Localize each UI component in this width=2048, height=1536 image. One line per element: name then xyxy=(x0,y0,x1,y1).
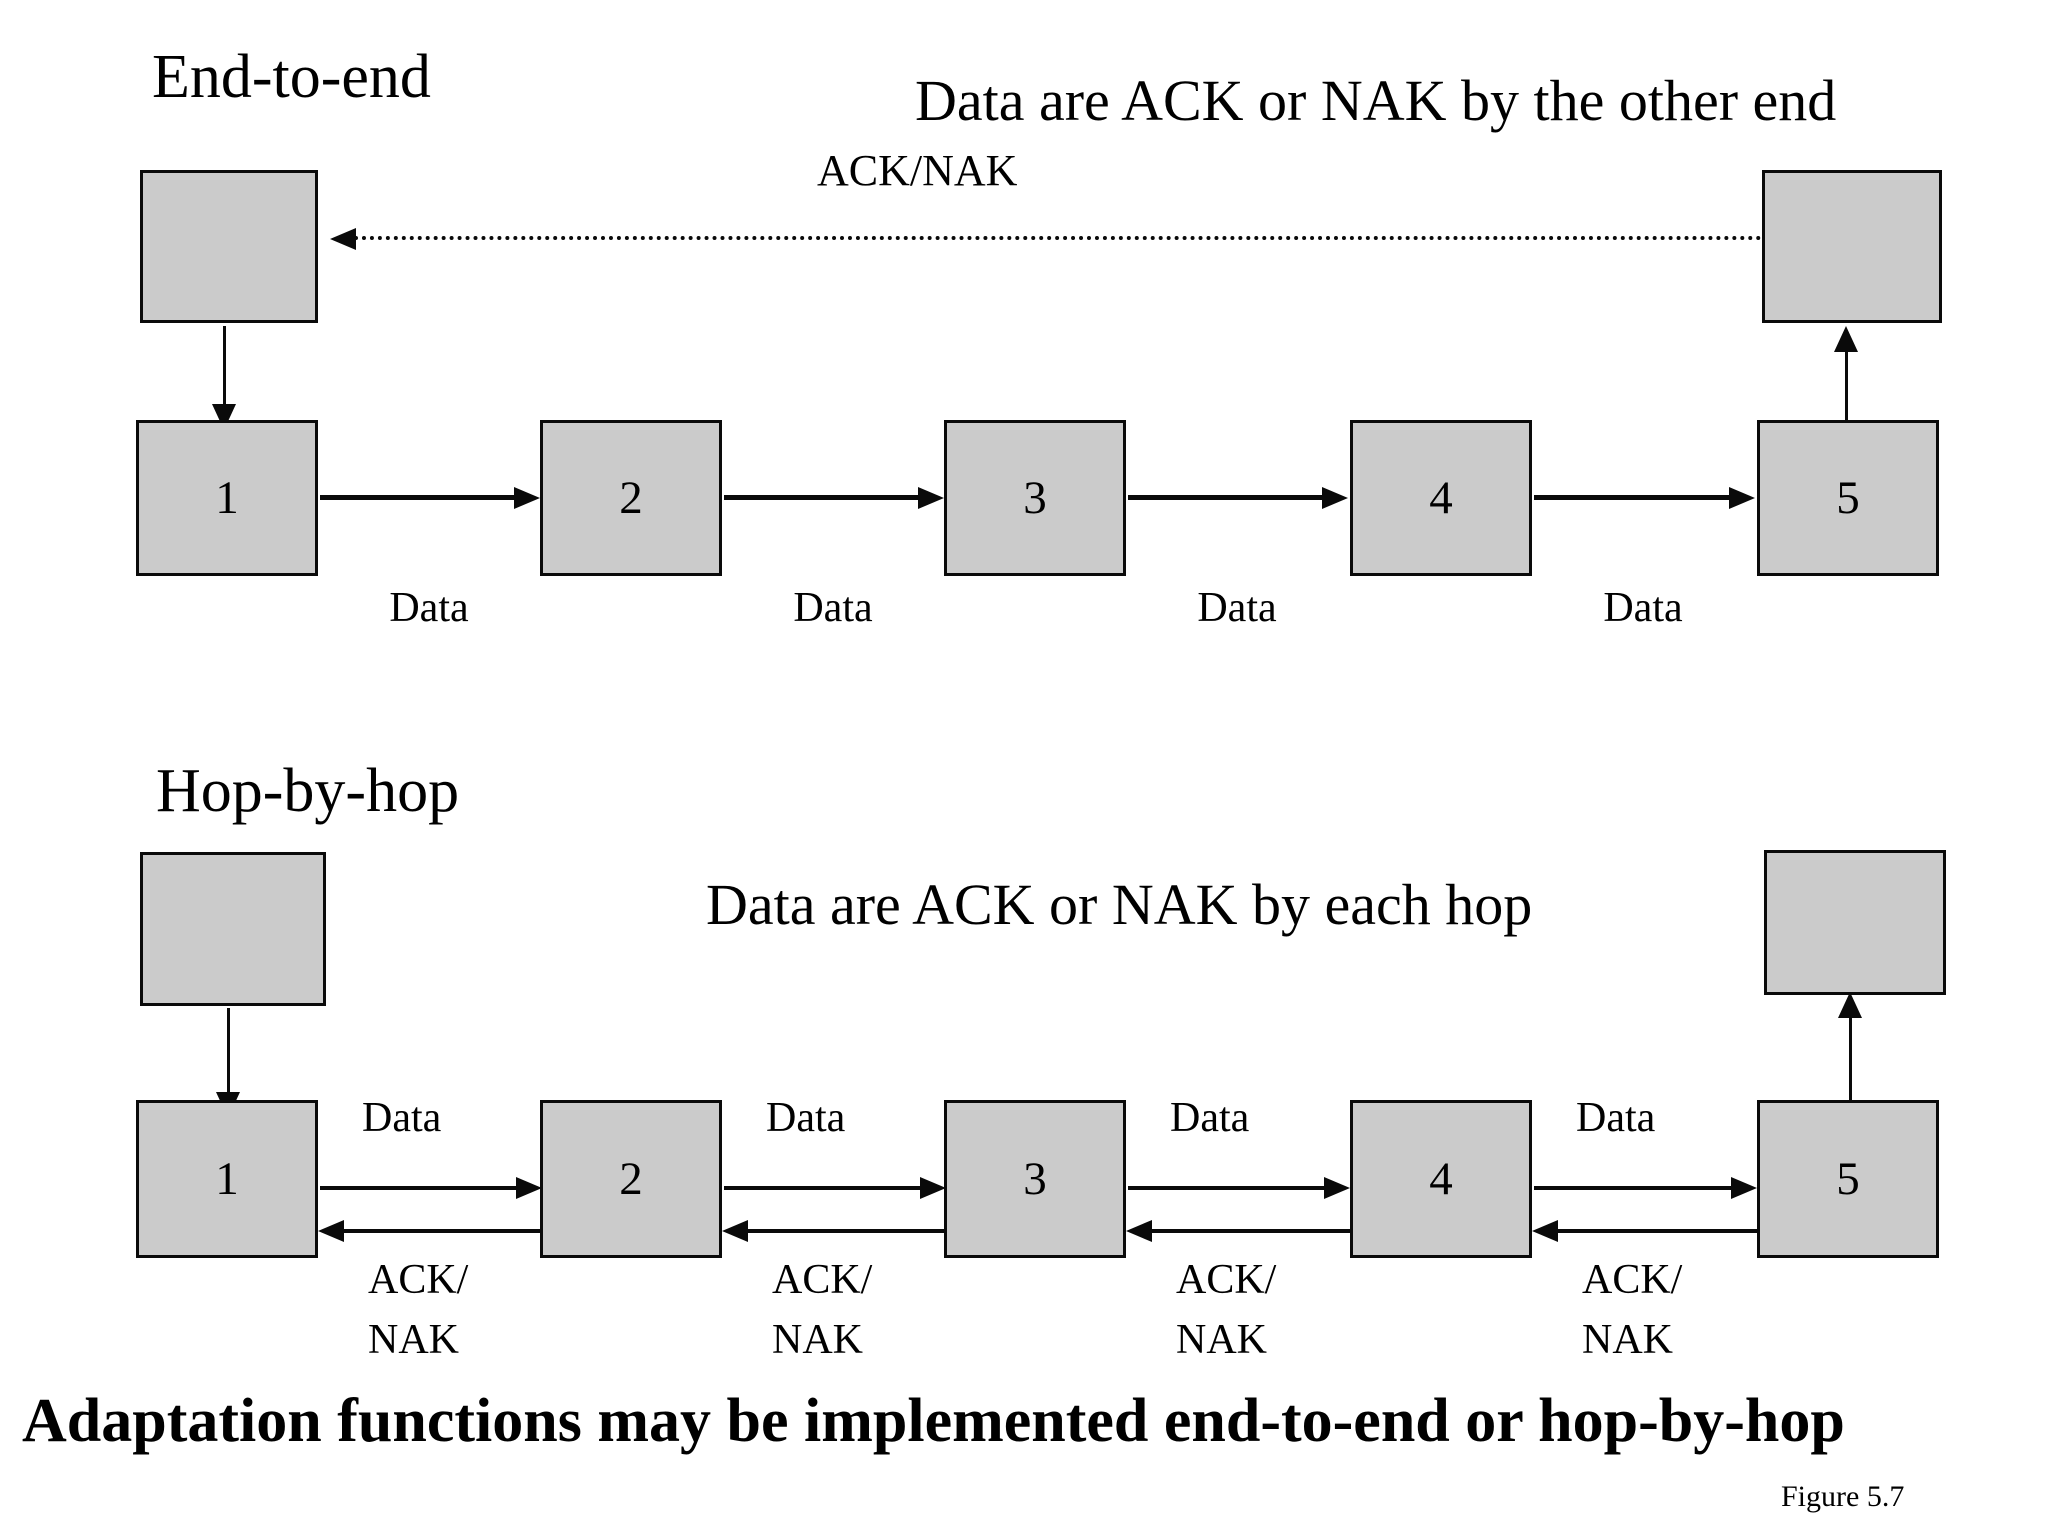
hop-data-arrow-2-3-head-icon xyxy=(920,1177,946,1199)
hop-data-label: Data xyxy=(362,1095,442,1141)
hop-ack-arrow-5-4-line xyxy=(1556,1229,1757,1233)
end-to-end-caption: Data are ACK or NAK by the other end xyxy=(915,68,1837,133)
data-arrow-2-3-line xyxy=(724,495,920,500)
acknak-arrowhead-left-icon xyxy=(330,228,356,250)
node-label: 4 xyxy=(1429,1153,1453,1205)
hop-node-box-4: 4 xyxy=(1350,1100,1532,1258)
hop-node-box-2: 2 xyxy=(540,1100,722,1258)
node-label: 4 xyxy=(1429,472,1453,524)
hop-acknak-label: ACK/ NAK xyxy=(1582,1257,1683,1363)
hop-node-box-1: 1 xyxy=(136,1100,318,1258)
hop-node-box-5: 5 xyxy=(1757,1100,1939,1258)
node-label: 1 xyxy=(215,1153,239,1205)
data-arrow-4-5-head-icon xyxy=(1729,487,1755,509)
hop-data-label: Data xyxy=(1576,1095,1656,1141)
hop-node5-up-arrowhead-icon xyxy=(1838,992,1862,1018)
end-system-box-right xyxy=(1762,170,1942,323)
hop-ack-arrow-2-1-line xyxy=(342,1229,540,1233)
footer-statement: Adaptation functions may be implemented … xyxy=(22,1387,1845,1455)
node-label: 3 xyxy=(1023,472,1047,524)
node-box-5: 5 xyxy=(1757,420,1939,576)
data-label: Data xyxy=(1197,585,1277,631)
hop-ack-arrow-4-3-head-icon xyxy=(1126,1220,1152,1242)
hop-data-arrow-1-2-line xyxy=(320,1186,518,1190)
acknak-dotted-line xyxy=(354,236,1762,240)
hop-data-label: Data xyxy=(1170,1095,1250,1141)
end-to-end-title: End-to-end xyxy=(152,43,431,111)
hop-data-arrow-1-2-head-icon xyxy=(516,1177,542,1199)
node-label: 5 xyxy=(1836,472,1860,524)
node5-up-arrowhead-icon xyxy=(1834,326,1858,352)
data-label: Data xyxy=(389,585,469,631)
hop-ack-arrow-4-3-line xyxy=(1150,1229,1350,1233)
hop-ack-arrow-3-2-line xyxy=(746,1229,944,1233)
data-arrow-4-5-line xyxy=(1534,495,1731,500)
node-label: 5 xyxy=(1836,1153,1860,1205)
hop-end-system-box-right xyxy=(1764,850,1946,995)
hop-data-arrow-2-3-line xyxy=(724,1186,922,1190)
hop-ack-arrow-3-2-head-icon xyxy=(722,1220,748,1242)
data-arrow-3-4-head-icon xyxy=(1322,487,1348,509)
node-label: 2 xyxy=(619,1153,643,1205)
left-endpoint-down-arrow-line xyxy=(223,326,226,412)
hop-data-arrow-4-5-line xyxy=(1534,1186,1733,1190)
node-label: 1 xyxy=(215,472,239,524)
hop-ack-arrow-5-4-head-icon xyxy=(1532,1220,1558,1242)
data-label: Data xyxy=(1603,585,1683,631)
hop-end-system-box-left xyxy=(140,852,326,1006)
node-box-3: 3 xyxy=(944,420,1126,576)
hop-acknak-label: ACK/ NAK xyxy=(772,1257,873,1363)
data-arrow-1-2-line xyxy=(320,495,516,500)
hop-node-box-3: 3 xyxy=(944,1100,1126,1258)
hop-by-hop-caption: Data are ACK or NAK by each hop xyxy=(706,872,1533,937)
hop-data-arrow-3-4-head-icon xyxy=(1324,1177,1350,1199)
hop-acknak-label: ACK/ NAK xyxy=(1176,1257,1277,1363)
node5-up-arrow-line xyxy=(1845,332,1848,420)
hop-node5-up-arrow-line xyxy=(1849,1000,1852,1100)
figure-caption: Figure 5.7 xyxy=(1781,1480,1905,1513)
ack-nak-label: ACK/NAK xyxy=(817,146,1018,195)
node-box-2: 2 xyxy=(540,420,722,576)
node-label: 2 xyxy=(619,472,643,524)
data-label: Data xyxy=(793,585,873,631)
hop-data-arrow-4-5-head-icon xyxy=(1731,1177,1757,1199)
hop-left-endpoint-down-arrow-line xyxy=(227,1008,230,1100)
node-box-1: 1 xyxy=(136,420,318,576)
hop-data-label: Data xyxy=(766,1095,846,1141)
hop-by-hop-title: Hop-by-hop xyxy=(156,757,460,825)
node-label: 3 xyxy=(1023,1153,1047,1205)
hop-acknak-label: ACK/ NAK xyxy=(368,1257,469,1363)
hop-ack-arrow-2-1-head-icon xyxy=(318,1220,344,1242)
data-arrow-3-4-line xyxy=(1128,495,1324,500)
node-box-4: 4 xyxy=(1350,420,1532,576)
data-arrow-2-3-head-icon xyxy=(918,487,944,509)
end-system-box-left xyxy=(140,170,318,323)
hop-data-arrow-3-4-line xyxy=(1128,1186,1326,1190)
data-arrow-1-2-head-icon xyxy=(514,487,540,509)
